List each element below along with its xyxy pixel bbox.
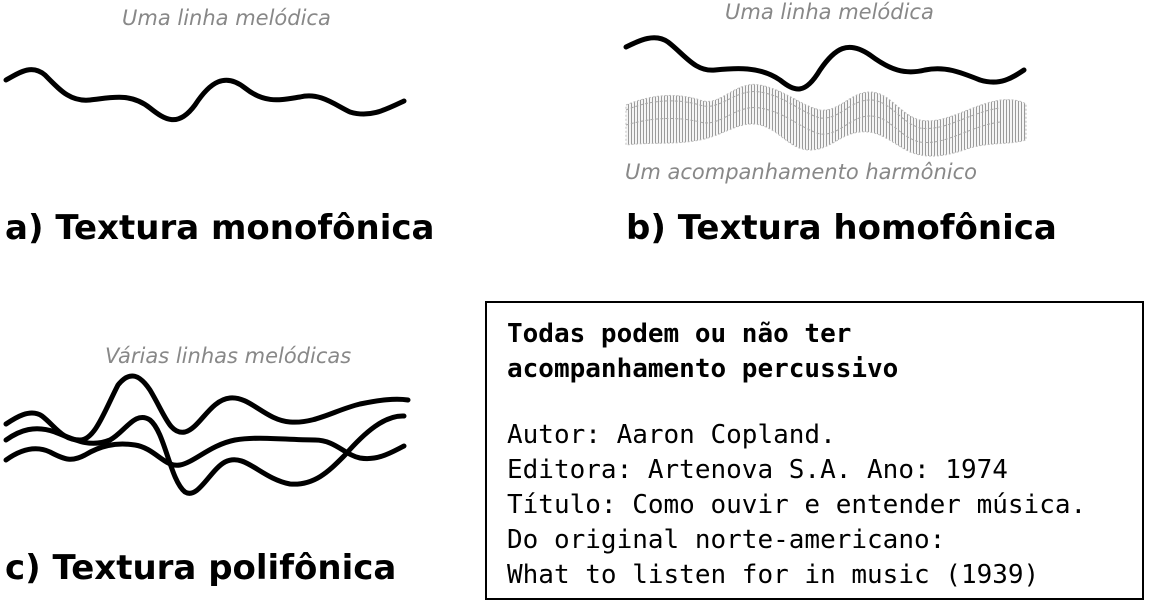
reference-publisher: Editora: Artenova S.A. Ano: 1974: [507, 455, 1008, 485]
info-box-reference: Autor: Aaron Copland. Editora: Artenova …: [507, 418, 1086, 593]
panel-b-melody-line: [623, 35, 1027, 92]
panel-b-accompaniment-band: [625, 83, 1027, 157]
panel-c-title: c) Textura polifônica: [5, 548, 397, 588]
panel-a-caption: Uma linha melódica: [122, 6, 331, 30]
info-box-heading: Todas podem ou não ter acompanhamento pe…: [507, 317, 1127, 387]
info-box-heading-line2: acompanhamento percussivo: [507, 354, 899, 384]
reference-original-title: What to listen for in music (1939): [507, 560, 1040, 590]
reference-original-intro: Do original norte-americano:: [507, 525, 946, 555]
panel-b-title: b) Textura homofônica: [626, 208, 1057, 248]
info-box-heading-line1: Todas podem ou não ter: [507, 319, 852, 349]
reference-author: Autor: Aaron Copland.: [507, 420, 836, 450]
info-box: Todas podem ou não ter acompanhamento pe…: [485, 301, 1144, 600]
panel-a-melody-line: [3, 67, 407, 123]
panel-c-caption: Várias linhas melódicas: [105, 344, 352, 368]
reference-title: Título: Como ouvir e entender música.: [507, 490, 1087, 520]
panel-b-accompaniment-caption: Um acompanhamento harmônico: [625, 160, 978, 184]
panel-a-title: a) Textura monofônica: [5, 208, 435, 248]
panel-c-melody-lines: [3, 373, 411, 496]
panel-b-melody-caption: Uma linha melódica: [725, 0, 934, 24]
